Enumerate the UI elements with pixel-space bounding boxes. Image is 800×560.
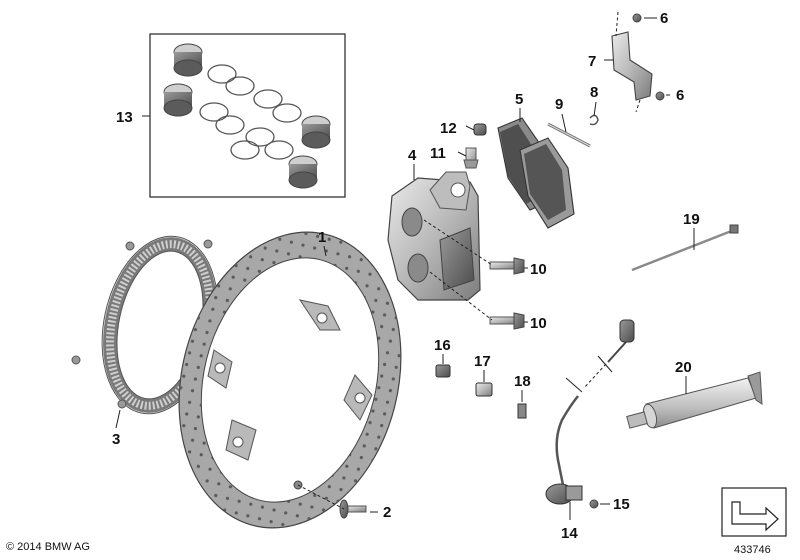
cable-holder-icon[interactable] [475,382,493,397]
callout-9: 9 [555,96,563,113]
callout-7: 7 [588,53,596,70]
tube-grease-icon[interactable] [626,371,763,429]
pin-clip-icon[interactable] [589,114,599,126]
callout-16: 16 [434,337,451,354]
callout-11: 11 [430,145,446,162]
caliper-bolt-icon[interactable] [489,257,525,330]
callout-15: 15 [613,496,630,513]
callout-6-right: 6 [676,87,684,104]
callout-1: 1 [318,229,326,246]
callout-6-top: 6 [660,10,668,27]
callout-17: 17 [474,353,491,370]
seal-ring-icon [199,64,302,160]
diagram-number: 433746 [734,544,771,556]
brake-pad-icon[interactable] [497,117,575,229]
callout-8: 8 [590,84,598,101]
next-page-button[interactable] [721,487,787,537]
callouts: 1 2 3 4 5 6 6 7 8 9 10 10 11 12 13 14 15… [112,10,700,542]
pad-pin-icon[interactable] [547,122,591,148]
screw-icon[interactable] [589,13,665,509]
callout-19: 19 [683,211,700,228]
copyright-text: © 2014 BMW AG [6,541,90,553]
callout-2: 2 [383,504,391,521]
callout-12: 12 [440,120,457,137]
callout-14: 14 [561,525,578,542]
bracket-icon[interactable] [611,31,653,101]
leader-lines [115,11,695,520]
bleed-valve-cap-icon[interactable] [473,123,487,136]
callout-3: 3 [112,431,120,448]
piston-icon [163,43,331,189]
callout-10-lower: 10 [530,315,547,332]
callout-5: 5 [515,91,523,108]
callout-4: 4 [408,147,417,164]
bleed-valve-icon[interactable] [463,147,479,169]
abs-sensor-icon[interactable] [545,319,635,505]
cable-tie-icon[interactable] [631,224,739,272]
callout-20: 20 [675,359,692,376]
callout-13: 13 [116,109,133,126]
callout-18: 18 [514,373,531,390]
brake-caliper-icon[interactable] [387,171,481,301]
piston-seal-kit-box[interactable] [149,33,346,198]
callout-10-upper: 10 [530,261,547,278]
clip-icon[interactable] [435,364,451,378]
next-page-arrow-icon [731,501,779,532]
brake-disc-icon[interactable] [149,208,431,551]
grommet-icon[interactable] [517,403,527,419]
